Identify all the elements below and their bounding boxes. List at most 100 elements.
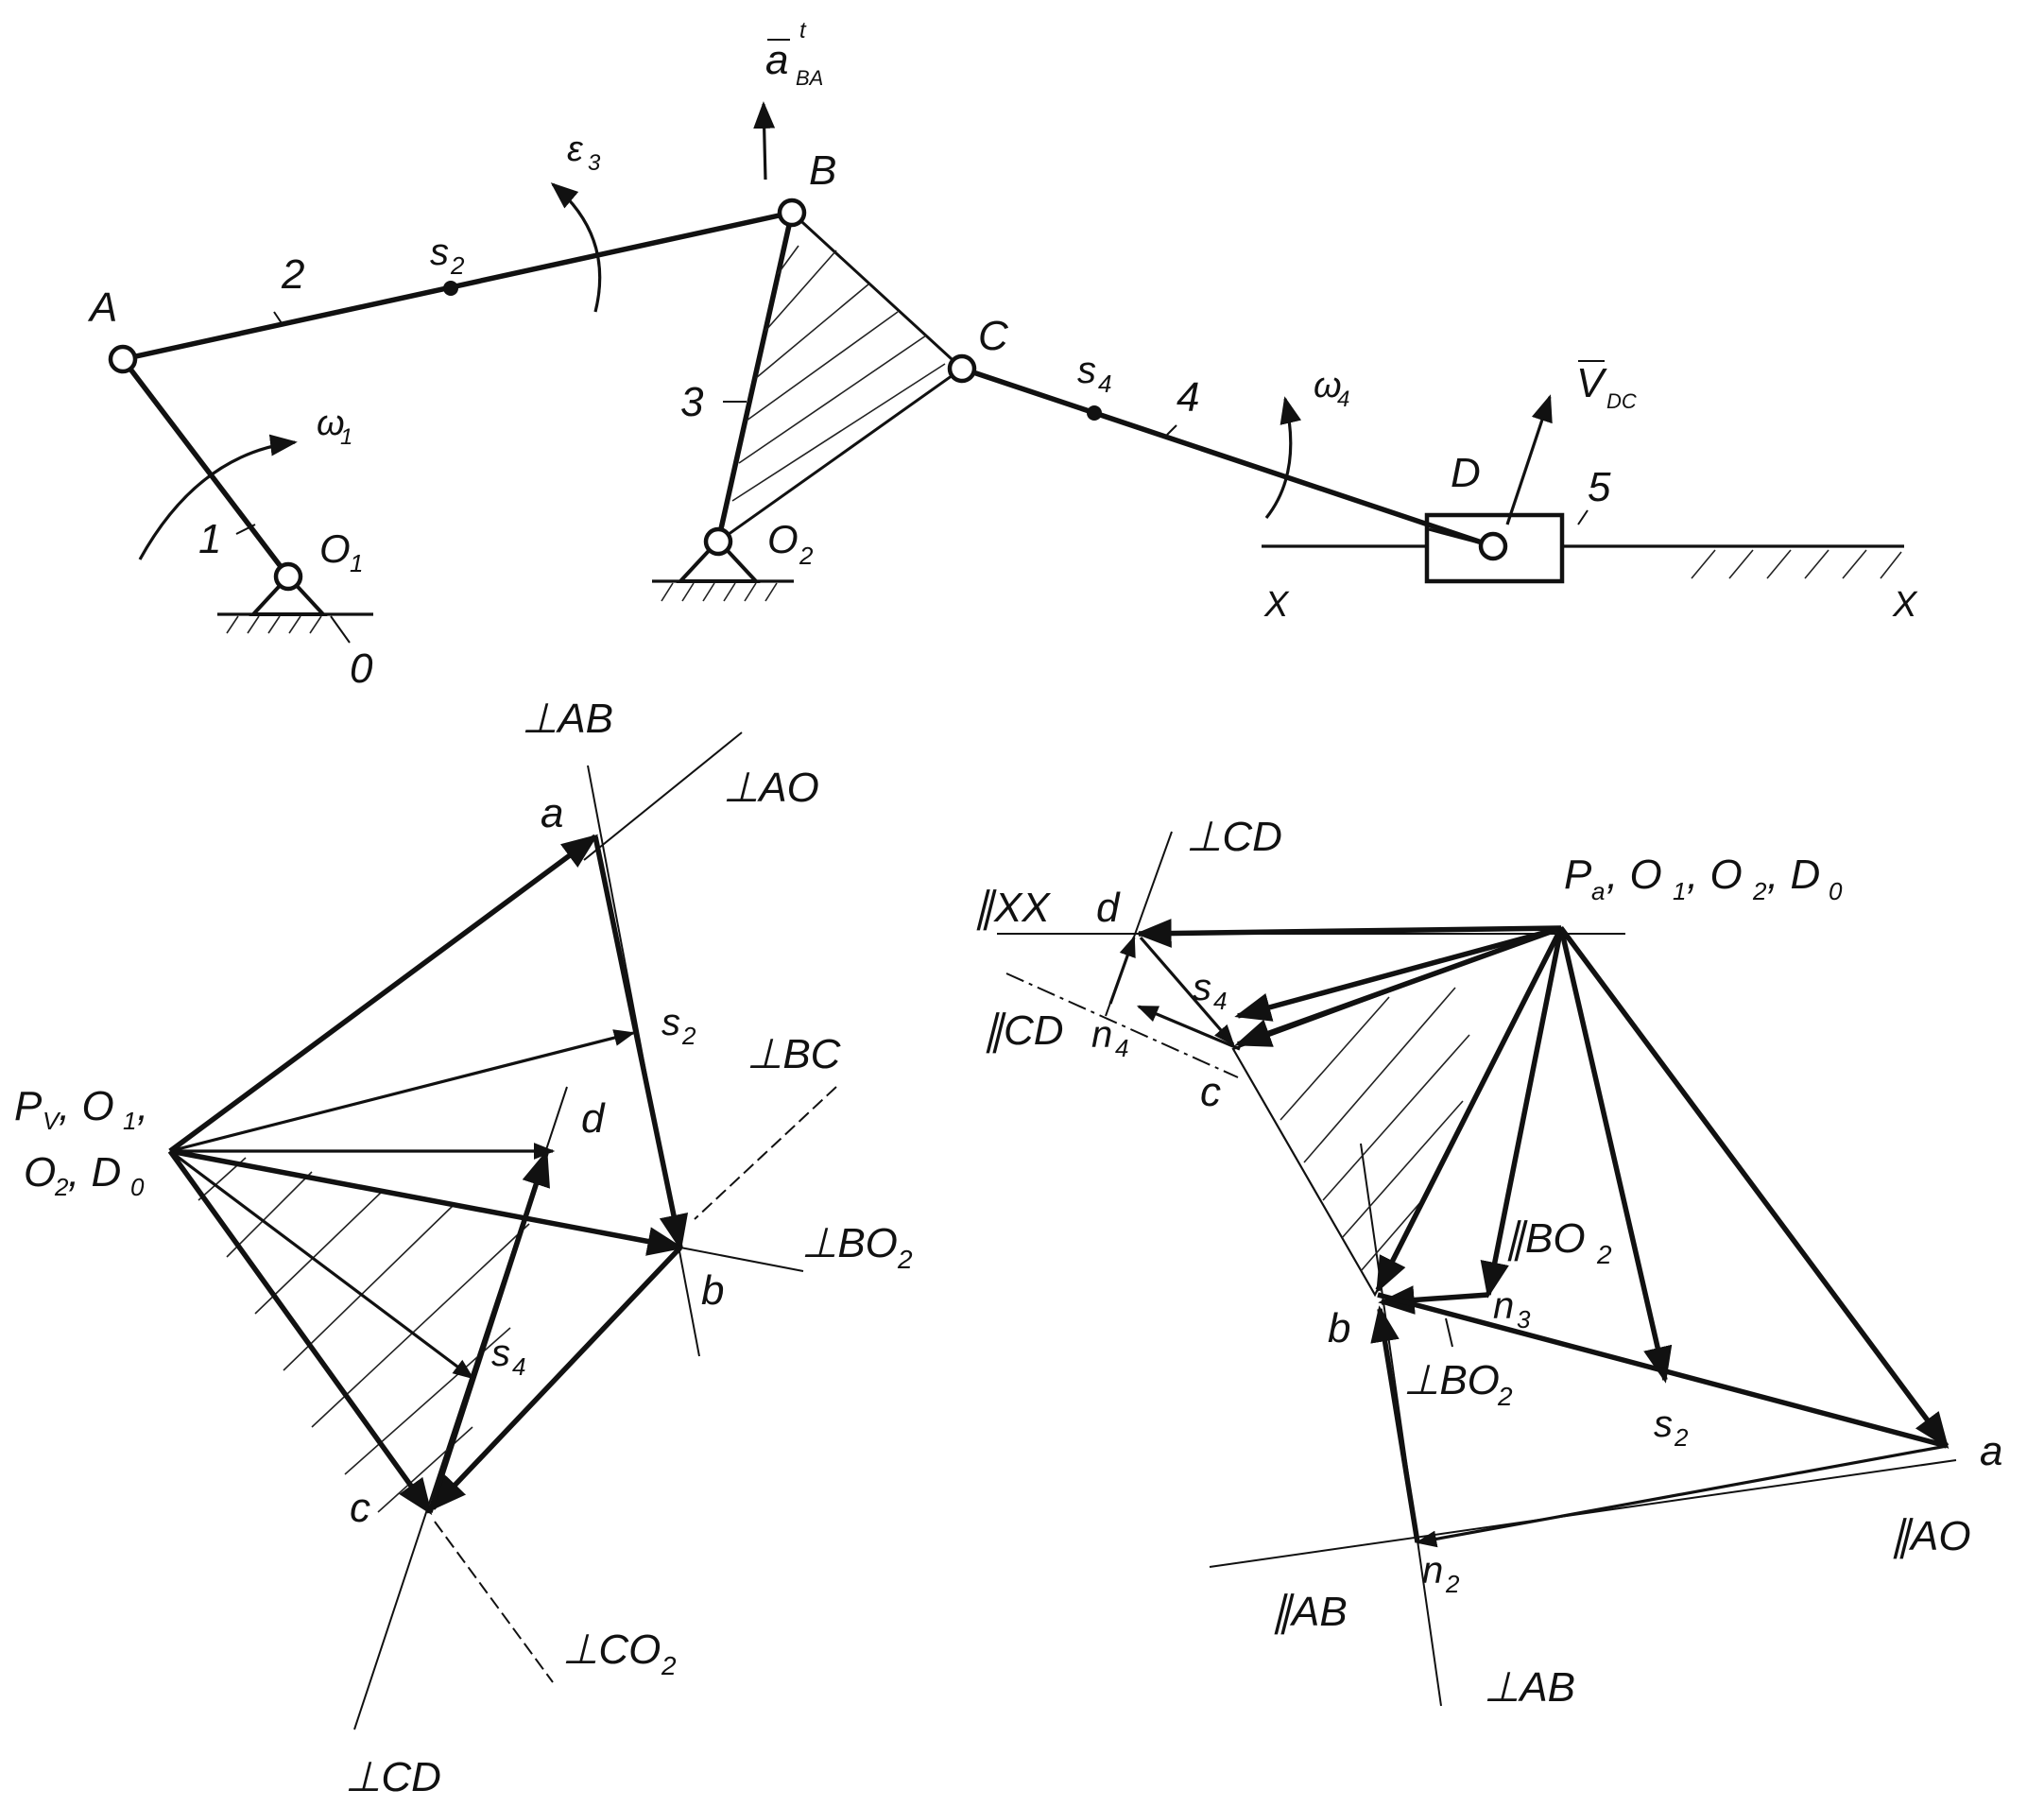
vector-pv-b [169, 1148, 684, 1256]
vector-a-b [593, 835, 689, 1251]
label-a-pole-d0: , D [1767, 852, 1820, 898]
label-v-perp-ao: ⊥AO [723, 765, 819, 811]
ground-support-o1 [217, 574, 373, 644]
label-v-pt-s2: s [661, 1002, 680, 1043]
label-link-4: 4 [1177, 374, 1199, 421]
label-center-s2-sub: 2 [450, 251, 465, 280]
label-a-par-xx: ∥XX [973, 885, 1051, 931]
label-a-pole-p-sub: a [1591, 877, 1605, 905]
label-omega4-sub: 4 [1337, 387, 1349, 412]
label-a-perp-ab: ⊥AB [1484, 1664, 1575, 1711]
label-a-pole-o2-sub: 2 [1752, 877, 1767, 905]
label-v-perp-bo2: ⊥BO [801, 1220, 898, 1266]
label-v-pole-comma: , [137, 1083, 148, 1129]
label-vel-dc: V DC [1576, 360, 1637, 413]
label-a-pt-s2: s [1654, 1403, 1673, 1445]
link-1 [120, 357, 291, 578]
pivot-o2 [703, 526, 733, 557]
line-par-cd [1005, 972, 1239, 1078]
label-vel-dc-main: V [1576, 360, 1607, 406]
label-accel-ba: a t BA [765, 18, 823, 90]
label-guide-right: X [1892, 585, 1918, 625]
ground-support-o2 [652, 538, 794, 602]
link-3 [715, 210, 965, 545]
label-a-pt-a: a [1980, 1428, 2002, 1474]
label-v-pole-o2-sub: 2 [54, 1173, 69, 1201]
label-a-par-cd: ∥CD [983, 1007, 1064, 1054]
label-v-perp-bo2-sub: 2 [897, 1245, 913, 1274]
label-v-pole-o1-sub: 1 [123, 1107, 136, 1135]
label-a-pt-c: c [1200, 1069, 1221, 1115]
vector-b-c [430, 1246, 682, 1511]
vector-pa-d [1135, 919, 1562, 948]
vector-pv-c [167, 1149, 433, 1516]
label-a-pt-n4-sub: 4 [1115, 1034, 1128, 1062]
label-vel-dc-sub: DC [1606, 389, 1637, 413]
label-v-pole-d0: , D [68, 1149, 121, 1196]
label-pivot-o1-sub: 1 [350, 549, 363, 577]
vector-pv-s4 [169, 1149, 474, 1380]
label-a-pole-o1: , O [1606, 852, 1662, 898]
label-a-pt-n2-sub: 2 [1445, 1570, 1460, 1598]
label-a-pt-n4: n [1091, 1014, 1112, 1056]
omega1-arrow [138, 434, 298, 560]
label-eps3-sub: 3 [588, 150, 601, 176]
label-link-3: 3 [680, 379, 704, 425]
joint-b [777, 198, 807, 228]
label-v-perp-bc: ⊥BC [747, 1031, 842, 1077]
label-v-pole-d0-sub: 0 [130, 1173, 145, 1201]
vector-pv-a [168, 834, 599, 1154]
vector-pa-s4 [1234, 925, 1562, 1022]
label-a-pt-n3-sub: 3 [1517, 1305, 1531, 1334]
label-v-pt-a: a [541, 790, 563, 836]
label-a-perp-bo2: ⊥BO [1403, 1357, 1500, 1403]
label-omega1-sub: 1 [340, 424, 352, 450]
label-v-perp-cd: ⊥CD [345, 1754, 441, 1800]
line-perp-ao [583, 731, 743, 861]
label-link-1: 1 [198, 516, 221, 562]
eps3-arrow [550, 182, 602, 313]
label-a-pt-n2: n [1422, 1550, 1443, 1592]
label-eps3: ε [567, 129, 584, 169]
label-center-s4: s [1077, 350, 1096, 391]
label-pivot-o2-sub: 2 [799, 542, 814, 570]
velocity-plan: a b c d s 2 s 4 P V , O 1 , O 2 , D 0 ⊥A… [14, 696, 913, 1800]
vector-c-d [427, 1149, 550, 1513]
vector-d-c [1139, 936, 1235, 1046]
label-frame-0: 0 [350, 645, 373, 692]
label-a-pt-n3: n [1493, 1285, 1514, 1327]
joint-d [1478, 531, 1508, 561]
omega4-arrow [1264, 396, 1302, 519]
label-a-pt-s4: s [1193, 967, 1211, 1008]
label-v-perp-ab: ⊥AB [522, 696, 613, 742]
mechanism-scheme: A B C D O 1 O 2 1 2 3 4 5 0 s 2 s 4 ω 1 … [87, 18, 1918, 692]
joint-c [947, 353, 977, 384]
label-a-pole: P a , O 1 , O 2 , D 0 [1564, 852, 1843, 905]
label-a-pole-p: P [1564, 852, 1592, 898]
label-a-par-ab: ∥AB [1271, 1589, 1348, 1635]
acceleration-plan: P a , O 1 , O 2 , D 0 a b c d s 2 s 4 n … [973, 814, 2002, 1711]
label-a-pt-s2-sub: 2 [1674, 1423, 1689, 1452]
link-4 [961, 366, 1494, 549]
label-a-pt-d: d [1096, 885, 1121, 931]
label-center-s4-sub: 4 [1098, 370, 1111, 398]
label-a-pt-s4-sub: 4 [1213, 987, 1227, 1015]
line-perp-co2 [434, 1521, 554, 1683]
label-v-pt-d: d [581, 1095, 606, 1142]
label-omega4: ω [1314, 366, 1342, 405]
vector-pa-b [1375, 926, 1564, 1294]
label-v-pole-o1: , O [59, 1083, 114, 1129]
center-s2-dot [443, 281, 458, 296]
label-a-par-bo2: ∥BO [1504, 1215, 1586, 1262]
label-center-s2: s [430, 232, 449, 273]
slider-guide [1262, 512, 1904, 584]
label-a-pole-o1-sub: 1 [1673, 877, 1686, 905]
label-a-perp-cd: ⊥CD [1186, 814, 1282, 860]
label-guide-left: X [1263, 585, 1290, 625]
label-omega1: ω [317, 404, 345, 443]
vector-pv-s2 [169, 1029, 636, 1153]
vector-n2-b [1370, 1305, 1420, 1543]
accel-triangle-hatch [1280, 987, 1470, 1272]
label-v-pt-s4-sub: 4 [512, 1352, 525, 1381]
